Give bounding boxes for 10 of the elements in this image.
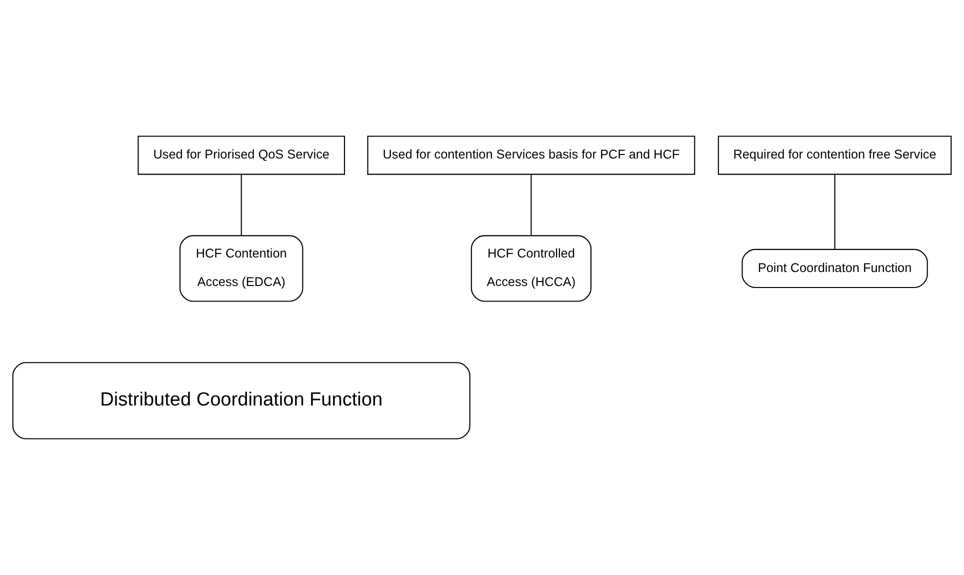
- node-box: Point Coordinaton Function: [742, 248, 928, 288]
- node-box: Used for contention Services basis for PCF and HCF: [367, 136, 696, 175]
- node-box: Used for Priorised QoS Service: [138, 136, 346, 175]
- node-box: HCF Controlled Access (HCCA): [470, 235, 592, 302]
- node-box: Distributed Coordination Function: [12, 362, 470, 440]
- connector: [834, 174, 836, 250]
- node-box: HCF Contention Access (EDCA): [179, 235, 304, 302]
- connector: [530, 174, 532, 236]
- node-box: Required for contention free Service: [718, 136, 952, 175]
- connector: [240, 174, 242, 236]
